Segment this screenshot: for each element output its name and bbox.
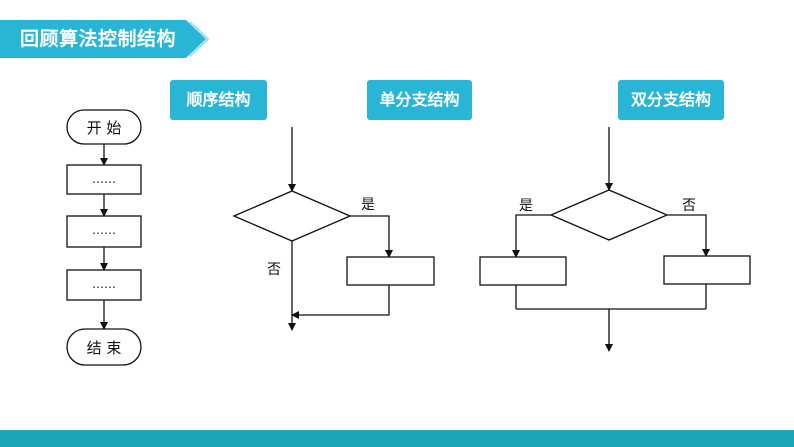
end-terminal	[66, 328, 142, 366]
single-branch-label: 单分支结构	[367, 80, 472, 120]
yes-label: 是	[361, 197, 375, 213]
end-label: 结 束	[87, 339, 122, 357]
title-banner-shape	[0, 20, 210, 58]
page-title: 回顾算法控制结构	[20, 28, 177, 50]
process-box	[66, 215, 142, 248]
single-branch-flowchart: 是 否	[232, 127, 435, 331]
double-branch-label: 双分支结构	[618, 80, 724, 120]
footer-bar	[0, 430, 794, 447]
merge-arrow	[291, 285, 390, 319]
start-label: 开 始	[87, 119, 122, 137]
process-step-label: ……	[92, 277, 116, 291]
decision-diamond	[232, 190, 352, 242]
yes-label: 是	[519, 198, 533, 214]
process-box	[66, 164, 142, 195]
no-label: 否	[267, 262, 281, 278]
no-label: 否	[682, 198, 696, 214]
process-box	[346, 256, 435, 286]
title-banner: 回顾算法控制结构	[0, 20, 212, 58]
process-step-label: ……	[92, 172, 116, 186]
sequence-structure-label: 顺序结构	[170, 80, 267, 120]
decision-diamond	[549, 189, 669, 241]
yes-branch-arrow	[350, 215, 393, 258]
process-box	[66, 269, 142, 301]
process-box-yes	[479, 256, 567, 286]
double-branch-flowchart: 是 否	[479, 127, 751, 352]
no-branch-arrow	[667, 214, 710, 257]
process-box-no	[663, 255, 751, 285]
sequence-flowchart: 开 始 …… …… …… 结 束	[66, 109, 142, 366]
process-step-label: ……	[92, 223, 116, 237]
yes-branch-arrow	[512, 214, 551, 258]
